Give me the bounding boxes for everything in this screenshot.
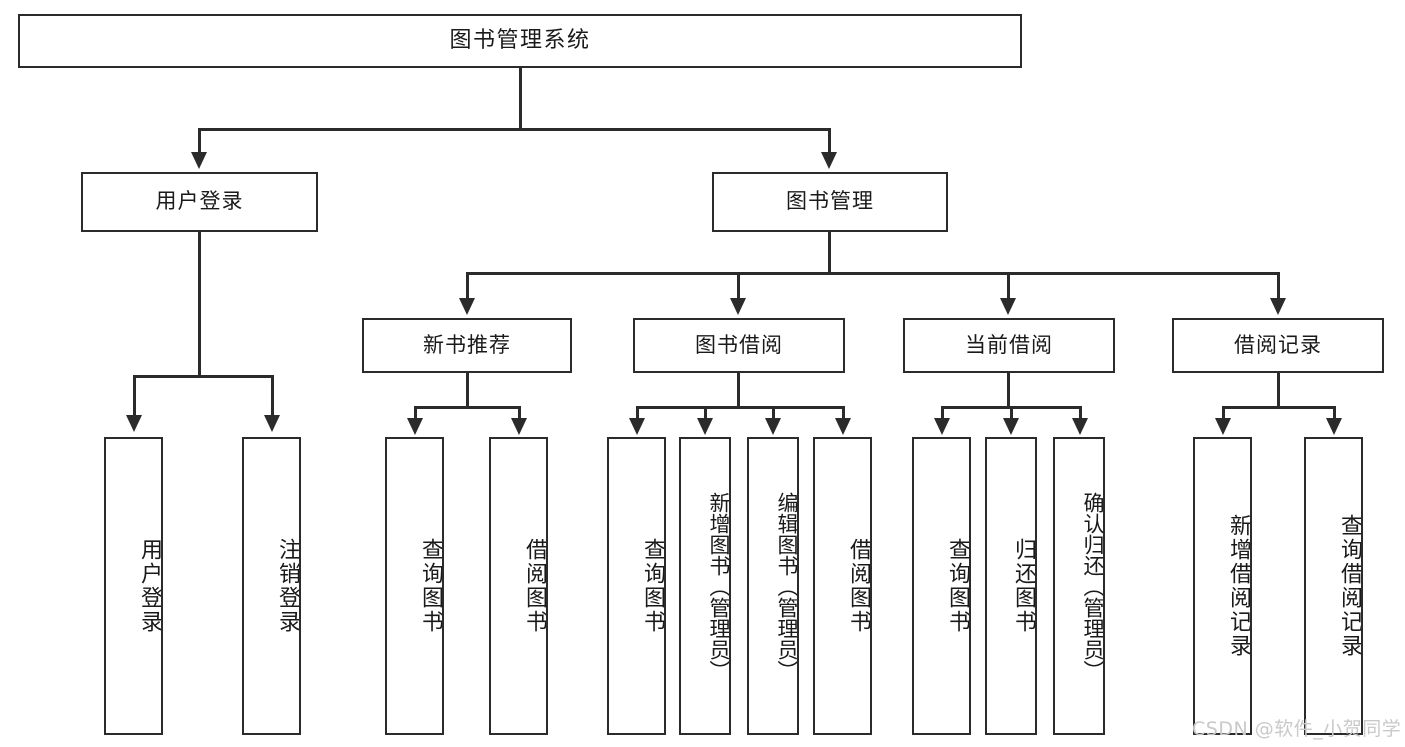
connector-currentborrow-drop-2 — [1010, 406, 1013, 420]
leaf-query-book-recommend[interactable]: 查询图书 — [385, 437, 444, 735]
connector-newbook-stem — [466, 373, 469, 408]
connector-newbook-drop-2 — [518, 406, 521, 420]
leaf-add-borrow-record[interactable]: 新增借阅记录 — [1193, 437, 1252, 735]
arrow-to-leaf-borrow-book-bb — [835, 418, 851, 435]
arrow-to-leaf-add-record — [1215, 418, 1231, 435]
connector-bookborrow-drop-3 — [772, 406, 775, 420]
arrow-to-book-borrow — [730, 298, 746, 315]
connector-bookmanage-drop-4 — [1277, 272, 1280, 300]
connector-newbook-drop-1 — [414, 406, 417, 420]
leaf-borrow-book-borrow[interactable]: 借阅图书 — [813, 437, 872, 735]
connector-borrowrecord-bus — [1222, 406, 1335, 409]
connector-currentborrow-drop-3 — [1079, 406, 1082, 420]
connector-userlogin-stem — [198, 232, 201, 377]
leaf-logout[interactable]: 注销登录 — [242, 437, 301, 735]
csdn-watermark: CSDN @软件_小贺同学 — [1192, 718, 1402, 740]
arrow-to-book-manage — [821, 152, 837, 169]
connector-bookmanage-drop-2 — [737, 272, 740, 300]
leaf-edit-book-admin[interactable]: 编辑图书（管理员） — [747, 437, 799, 735]
connector-userlogin-drop-1 — [133, 375, 136, 417]
leaf-confirm-return-admin[interactable]: 确认归还（管理员） — [1053, 437, 1105, 735]
connector-root-bus — [198, 128, 830, 131]
arrow-to-leaf-user-login — [126, 415, 142, 432]
connector-borrowrecord-drop-2 — [1333, 406, 1336, 420]
connector-root-left-drop — [198, 128, 201, 154]
arrow-to-leaf-query-book-bb — [629, 418, 645, 435]
connector-root-stem — [519, 68, 522, 130]
connector-currentborrow-stem — [1007, 373, 1010, 408]
node-root-system[interactable]: 图书管理系统 — [18, 14, 1022, 68]
connector-bookborrow-drop-1 — [636, 406, 639, 420]
arrow-to-leaf-query-record — [1326, 418, 1342, 435]
node-book-manage[interactable]: 图书管理 — [712, 172, 948, 232]
leaf-query-borrow-record[interactable]: 查询借阅记录 — [1304, 437, 1363, 735]
arrow-to-current-borrow — [1000, 298, 1016, 315]
leaf-borrow-book-recommend[interactable]: 借阅图书 — [489, 437, 548, 735]
connector-root-right-drop — [828, 128, 831, 154]
arrow-to-borrow-record — [1270, 298, 1286, 315]
leaf-query-book-borrow[interactable]: 查询图书 — [607, 437, 666, 735]
node-current-borrow[interactable]: 当前借阅 — [903, 318, 1115, 373]
connector-bookmanage-bus — [466, 272, 1279, 275]
arrow-to-leaf-add-book — [697, 418, 713, 435]
node-user-login[interactable]: 用户登录 — [81, 172, 318, 232]
arrow-to-leaf-query-book-cb — [934, 418, 950, 435]
connector-borrowrecord-stem — [1277, 373, 1280, 408]
arrow-to-leaf-confirm-return — [1072, 418, 1088, 435]
connector-borrowrecord-drop-1 — [1222, 406, 1225, 420]
connector-bookborrow-drop-2 — [704, 406, 707, 420]
connector-currentborrow-drop-1 — [941, 406, 944, 420]
connector-userlogin-bus — [133, 375, 273, 378]
arrow-to-new-book-recommend — [459, 298, 475, 315]
leaf-user-login[interactable]: 用户登录 — [104, 437, 163, 735]
leaf-return-book[interactable]: 归还图书 — [985, 437, 1037, 735]
node-book-borrow[interactable]: 图书借阅 — [633, 318, 845, 373]
arrow-to-leaf-borrow-book-nb — [511, 418, 527, 435]
arrow-to-leaf-return-book — [1003, 418, 1019, 435]
connector-bookborrow-stem — [737, 373, 740, 408]
arrow-to-user-login — [191, 152, 207, 169]
connector-bookmanage-drop-1 — [466, 272, 469, 300]
leaf-query-book-current[interactable]: 查询图书 — [912, 437, 971, 735]
node-new-book-recommend[interactable]: 新书推荐 — [362, 318, 572, 373]
connector-bookborrow-bus — [636, 406, 845, 409]
arrow-to-leaf-query-book-nb — [407, 418, 423, 435]
arrow-to-leaf-edit-book — [765, 418, 781, 435]
connector-userlogin-drop-2 — [271, 375, 274, 417]
connector-newbook-bus — [414, 406, 520, 409]
node-borrow-record[interactable]: 借阅记录 — [1172, 318, 1384, 373]
connector-bookborrow-drop-4 — [842, 406, 845, 420]
connector-bookmanage-drop-3 — [1007, 272, 1010, 300]
arrow-to-leaf-logout — [264, 415, 280, 432]
connector-bookmanage-stem — [828, 232, 831, 274]
leaf-add-book-admin[interactable]: 新增图书（管理员） — [679, 437, 731, 735]
